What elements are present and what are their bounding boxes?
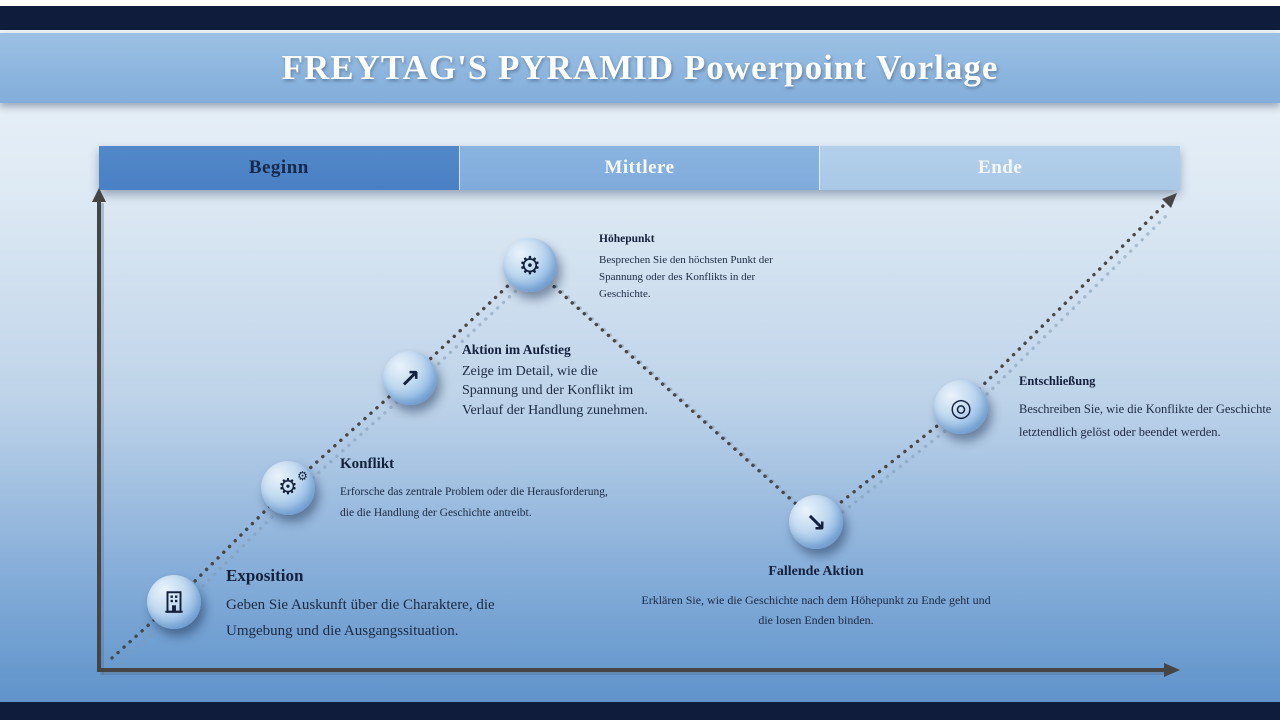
stage-description: Zeige im Detail, wie die Spannung und de…	[462, 364, 648, 418]
stage-description: Geben Sie Auskunft über die Charaktere, …	[226, 597, 495, 640]
tab-ende[interactable]: Ende	[819, 146, 1181, 190]
stage-title: Konflikt	[340, 456, 395, 472]
stage-title: Fallende Aktion	[768, 564, 864, 579]
stage-node: ↘	[789, 495, 843, 549]
stage-node: ⚙	[503, 238, 557, 292]
gears-icon: ⚙ ⚙	[278, 470, 308, 500]
stage-title: Exposition	[226, 566, 304, 585]
stage-description: Beschreiben Sie, wie die Konflikte der G…	[1019, 402, 1272, 439]
rising-arrow-icon: ↗	[399, 363, 421, 393]
stage-title: Aktion im Aufstieg	[462, 342, 571, 357]
gear-main-glyph: ⚙	[278, 475, 298, 500]
stage-description: Erklären Sie, wie die Geschichte nach de…	[641, 593, 991, 628]
building-icon	[165, 591, 183, 613]
stage-node	[147, 575, 201, 629]
stage-description: Erforsche das zentrale Problem oder die …	[340, 486, 608, 519]
target-icon: ◎	[950, 392, 972, 422]
tab-beginn[interactable]: Beginn	[99, 146, 459, 190]
gear-icon: ⚙	[518, 250, 542, 280]
stage-title: Höhepunkt	[599, 233, 655, 245]
phase-tabs: Beginn Mittlere Ende	[99, 146, 1181, 190]
stage-node: ↗	[383, 351, 437, 405]
stage-node: ⚙ ⚙	[261, 461, 315, 515]
gear-small-glyph: ⚙	[297, 469, 308, 483]
stage-description: Besprechen Sie den höchsten Punkt der Sp…	[599, 254, 773, 301]
bottom-frame-bar	[0, 702, 1280, 720]
header-banner: FREYTAG'S PYRAMID Powerpoint Vorlage	[0, 33, 1280, 103]
page-title: FREYTAG'S PYRAMID Powerpoint Vorlage	[281, 48, 999, 87]
stage-title: Entschließung	[1019, 374, 1096, 388]
tab-mittlere[interactable]: Mittlere	[458, 146, 820, 190]
stage-node: ◎	[934, 380, 988, 434]
falling-arrow-icon: ↘	[805, 507, 827, 537]
top-frame-bar	[0, 6, 1280, 30]
